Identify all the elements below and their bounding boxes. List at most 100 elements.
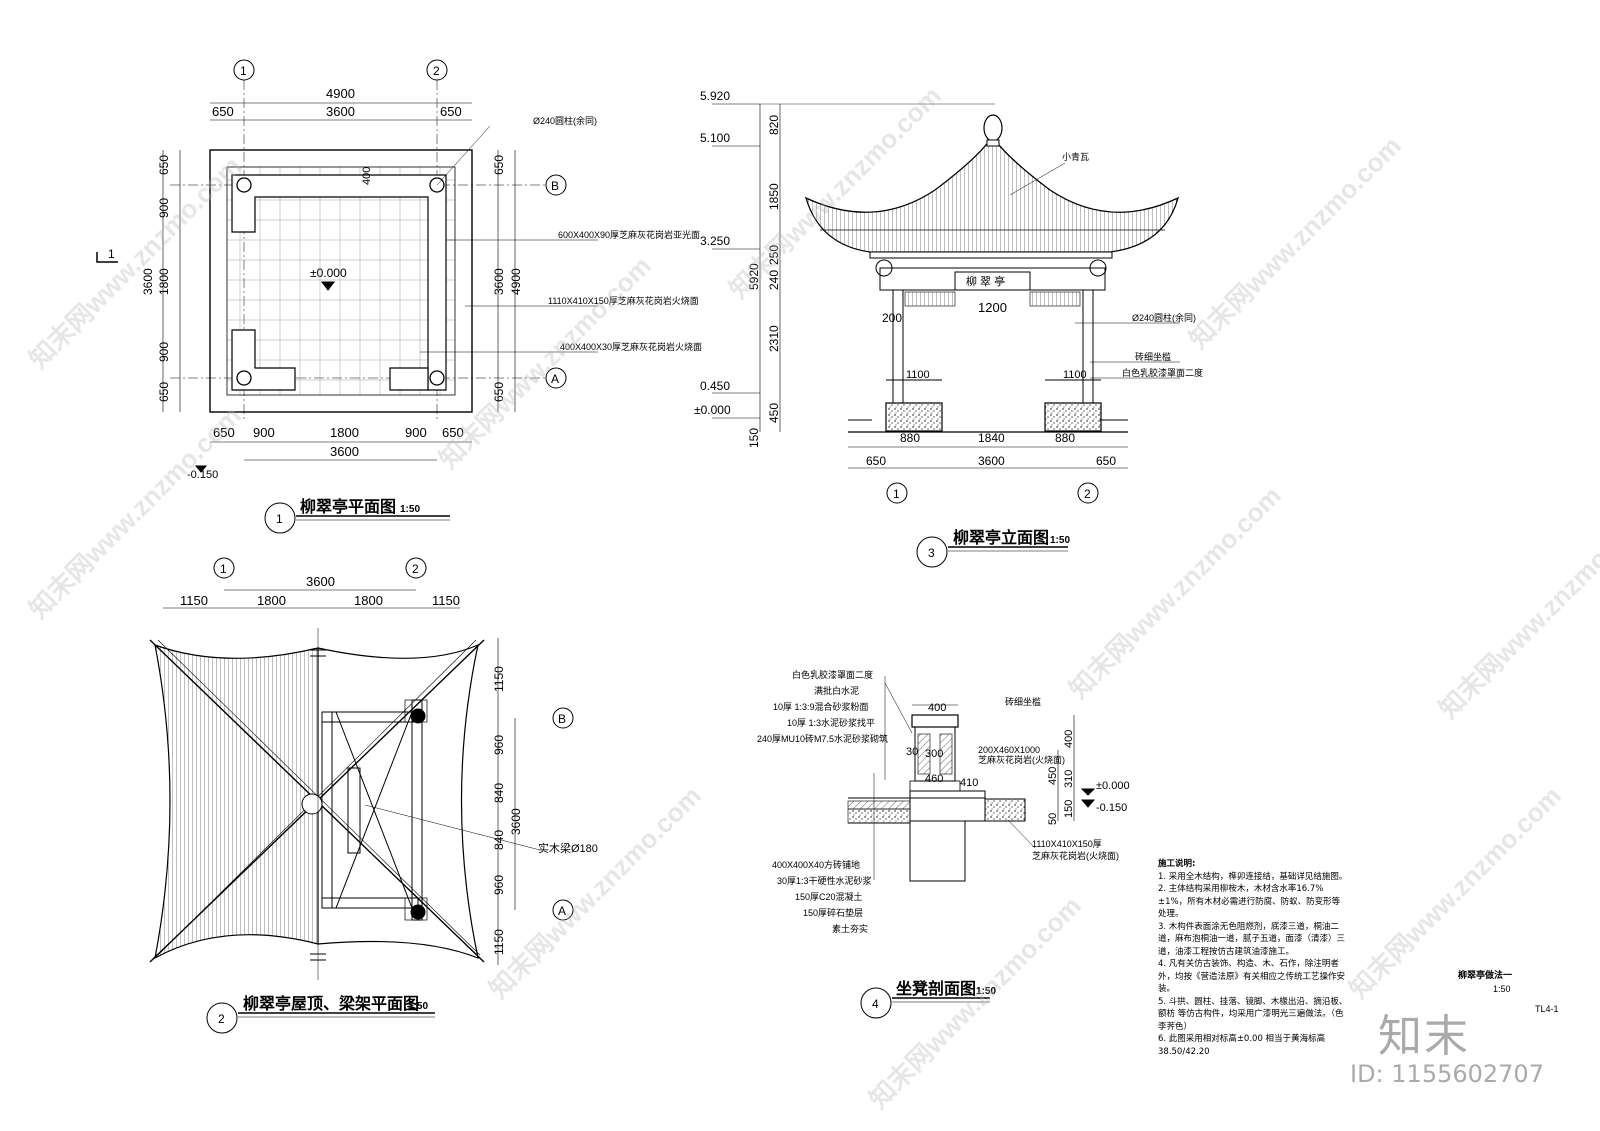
sec-rcall-5: 芝麻灰花岗岩(火烧面) <box>1032 850 1119 861</box>
elev-grid-2: 2 <box>1084 487 1091 501</box>
sec-dim-1: 400 <box>928 702 946 714</box>
roof-right-total: 3600 <box>509 808 523 835</box>
sec-dim-3: 300 <box>925 748 943 760</box>
elev-callout-col: Ø240圆柱(余同) <box>1132 312 1196 323</box>
plan-top-inner: 3600 <box>326 104 355 119</box>
sec-scale: 1:50 <box>976 986 996 997</box>
roof-right-d4: 840 <box>492 830 506 850</box>
plan-grid-a: A <box>551 372 559 386</box>
elev-callout-paint: 白色乳胶漆罩面二度 <box>1122 367 1203 378</box>
note-item: 1. 采用全木结构，榫卯连接结，基础详见结施图。 <box>1158 871 1348 882</box>
sec-rcall-2: 200X460X1000 <box>978 745 1040 755</box>
title-block-name: 柳翠亭做法一 <box>1458 969 1512 980</box>
elev-dim-2: 1850 <box>767 183 781 210</box>
plan-drawing <box>96 59 598 534</box>
plan-dim-400: 400 <box>361 167 373 185</box>
elev-bot2-1: 650 <box>866 454 886 468</box>
roof-scale: 1:50 <box>408 1001 428 1012</box>
plan-bot-d3: 1800 <box>330 425 359 440</box>
plan-bot-d1: 650 <box>213 425 235 440</box>
elev-level-1: 5.920 <box>700 89 730 103</box>
plan-level-outer: -0.150 <box>187 469 218 481</box>
svg-text:知末网www.znzmo.com: 知末网www.znzmo.com <box>863 890 1087 1114</box>
elev-plaque: 柳 翠 亭 <box>966 274 1005 288</box>
elev-dim-3: 250 <box>767 245 781 265</box>
plan-section-mark: 1 <box>108 247 115 261</box>
svg-text:知末网www.znzmo.com: 知末网www.znzmo.com <box>23 400 247 624</box>
elev-dim-1: 820 <box>767 115 781 135</box>
elev-span: 1200 <box>978 300 1007 315</box>
title-block-scale: 1:50 <box>1493 984 1511 994</box>
plan-callout-2: 600X400X90厚芝麻灰花岗岩亚光面 <box>558 229 700 240</box>
plan-bot-d2: 900 <box>253 425 275 440</box>
plan-top-total: 4900 <box>326 86 355 101</box>
note-item: 6. 此图采用相对标高±0.00 相当于黄海标高38.50/42.20 <box>1158 1034 1326 1057</box>
sec-dim-9: 150 <box>1063 800 1075 818</box>
plan-right-d2: 3600 <box>492 268 506 295</box>
sec-level-1: ±0.000 <box>1096 780 1130 792</box>
sec-lcall-5: 240厚MU10砖M7.5水泥砂浆砌筑 <box>757 733 888 744</box>
elevation-text: 5.920 5.100 3.250 0.450 ±0.000 820 1850 … <box>694 89 1203 560</box>
plan-top-side-r: 650 <box>440 104 462 119</box>
roof-number: 2 <box>218 1012 225 1026</box>
title-block: 柳翠亭做法一 1:50 TL4-1 <box>1458 969 1559 1014</box>
sec-lcall-2: 满批白水泥 <box>814 685 859 696</box>
sec-low-4: 150厚碎石垫层 <box>803 907 863 918</box>
title-block-code: TL4-1 <box>1535 1004 1559 1014</box>
roof-top-d3: 1800 <box>354 593 383 608</box>
svg-text:知末网www.znzmo.com: 知末网www.znzmo.com <box>433 250 657 474</box>
svg-text:知末网www.znzmo.com: 知末网www.znzmo.com <box>23 150 247 374</box>
image-id: ID: 1155602707 <box>1350 1060 1544 1088</box>
plan-title: 柳翠亭平面图 <box>300 497 396 516</box>
elev-bot2-3: 650 <box>1096 454 1116 468</box>
svg-text:知末网www.znzmo.com: 知末网www.znzmo.com <box>1183 130 1407 354</box>
plan-bot-d4: 900 <box>405 425 427 440</box>
sec-low-2: 30厚1:3干硬性水泥砂浆 <box>777 875 872 886</box>
sec-lcall-3: 10厚 1:3:9混合砂浆粉面 <box>773 701 869 712</box>
sec-dim-4: 460 <box>925 773 943 785</box>
roof-callout: 实木梁Ø180 <box>538 841 598 855</box>
elev-bench-l: 1100 <box>906 369 930 381</box>
sec-lcall-1: 白色乳胶漆罩面二度 <box>792 669 873 680</box>
plan-number: 1 <box>276 512 283 526</box>
sec-dim-6: 400 <box>1063 730 1075 748</box>
plan-left-d4: 900 <box>157 342 171 362</box>
svg-text:知末网www.znzmo.com: 知末网www.znzmo.com <box>1063 480 1287 704</box>
roof-right-d5: 960 <box>492 875 506 895</box>
sec-lcall-4: 10厚 1:3水泥砂浆找平 <box>787 717 875 728</box>
sec-low-1: 400X400X40方砖铺地 <box>772 859 860 870</box>
elev-grid-1: 1 <box>893 487 900 501</box>
plan-right-d1: 650 <box>492 155 506 175</box>
elev-bot-1: 880 <box>900 431 920 445</box>
note-item: 2. 主体结构采用柳桉木，木材含水率16.7% ±1%，所有木材必需进行防腐、防… <box>1158 884 1341 919</box>
roof-top-d2: 1800 <box>257 593 286 608</box>
roof-right-d1: 1150 <box>492 666 506 692</box>
roof-right-d2: 960 <box>492 735 506 755</box>
sec-number: 4 <box>872 997 879 1011</box>
plan-callout-3: 1110X410X150厚芝麻灰花岗岩火烧面 <box>548 295 699 306</box>
roof-grid-1: 1 <box>220 562 227 576</box>
plan-text: 1 2 B A 4900 650 3600 650 650 900 1800 9… <box>108 64 702 526</box>
elev-total: 5920 <box>747 263 761 290</box>
roof-top-d1: 1150 <box>180 593 208 608</box>
elev-bot-3: 880 <box>1055 431 1075 445</box>
svg-text:知末网www.znzmo.com: 知末网www.znzmo.com <box>1433 500 1600 724</box>
sec-dim-10: 50 <box>1047 813 1059 825</box>
roof-grid-a: A <box>558 904 566 918</box>
sec-low-3: 150厚C20混凝土 <box>795 891 863 902</box>
elev-level-5: ±0.000 <box>694 403 731 417</box>
elev-bench-r: 1100 <box>1063 369 1087 381</box>
plan-callout-1: Ø240圆柱(余同) <box>533 115 597 126</box>
plan-callout-4: 400X400X30厚芝麻灰花岗岩火烧面 <box>560 341 702 352</box>
plan-level-center: ±0.000 <box>310 266 347 280</box>
elev-scale: 1:50 <box>1050 535 1070 546</box>
plan-right-d3: 650 <box>492 382 506 402</box>
elev-dim-7: 150 <box>747 428 761 448</box>
sec-title: 坐凳剖面图 <box>896 979 976 998</box>
roof-text: 1 2 B A 3600 1150 1800 1800 1150 1150 96… <box>180 562 598 1026</box>
plan-grid-1: 1 <box>240 64 247 78</box>
plan-bot-d5: 650 <box>442 425 464 440</box>
sec-low-5: 素土夯实 <box>832 923 868 934</box>
note-item: 4. 凡有关仿古装饰、构造、木、石作，除注明者外，均按《营造法原》有关相应之传统… <box>1158 959 1346 994</box>
